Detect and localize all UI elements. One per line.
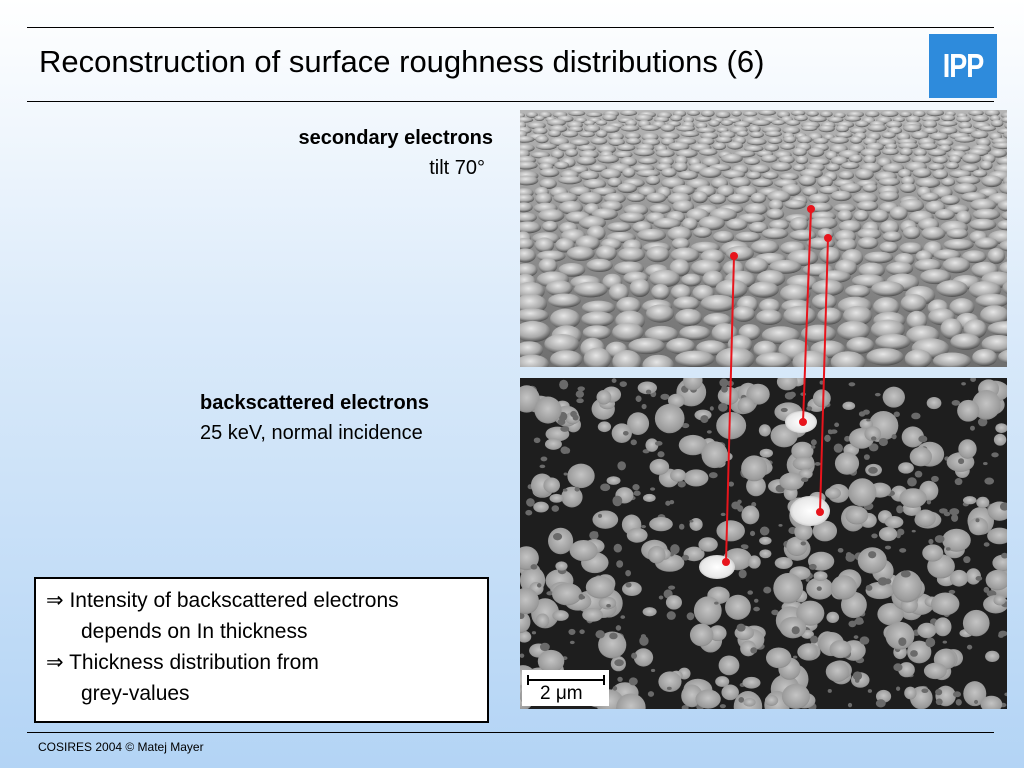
backscattered-electrons-heading: backscattered electrons	[200, 392, 430, 414]
footer-text: COSIRES 2004 © Matej Mayer	[38, 740, 204, 754]
conclusion-box: ⇒ Intensity of backscattered electrons d…	[34, 577, 489, 723]
conclusion-line: grey-values	[81, 682, 190, 705]
conclusion-item: ⇒ Thickness distribution from grey-value…	[46, 647, 319, 709]
implies-icon: ⇒	[46, 651, 64, 674]
conclusion-line: Thickness distribution from	[69, 651, 319, 674]
sem-backscattered-electron-image	[520, 378, 1007, 709]
secondary-electrons-detail: tilt 70°	[429, 157, 485, 179]
logo-text: IPP	[942, 46, 985, 85]
secondary-electrons-label: secondary electrons tilt 70°	[298, 123, 493, 183]
conclusion-line: depends on In thickness	[81, 620, 308, 643]
secondary-electrons-heading: secondary electrons	[298, 127, 493, 149]
sem-secondary-electron-image	[520, 110, 1007, 367]
scale-bar: 2 μm	[522, 670, 609, 706]
sem-top-texture	[520, 110, 1007, 367]
scale-bar-tick	[603, 675, 605, 685]
conclusion-line: Intensity of backscattered electrons	[69, 589, 399, 612]
implies-icon: ⇒	[46, 589, 64, 612]
sem-bottom-texture	[520, 378, 1007, 709]
slide-title: Reconstruction of surface roughness dist…	[39, 44, 765, 79]
title-rule	[27, 101, 994, 102]
backscattered-electrons-label: backscattered electrons 25 keV, normal i…	[200, 388, 429, 448]
ipp-logo: IPP	[929, 34, 997, 98]
top-rule	[27, 27, 994, 28]
footer-rule	[27, 732, 994, 733]
conclusion-item: ⇒ Intensity of backscattered electrons d…	[46, 585, 399, 647]
scale-bar-label: 2 μm	[540, 683, 583, 704]
scale-bar-tick	[527, 675, 529, 685]
scale-bar-line	[527, 679, 605, 681]
backscattered-electrons-detail: 25 keV, normal incidence	[200, 422, 423, 444]
